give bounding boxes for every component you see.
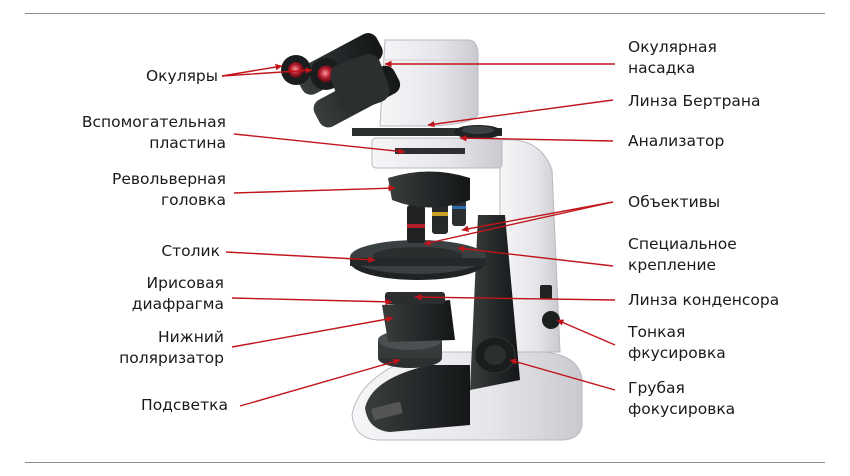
label-revolver-head: Револьверная головка <box>111 170 226 209</box>
label-special-mount: Специальное крепление <box>628 235 737 274</box>
label-iris-diaphragm: Ирисовая диафрагма <box>131 274 224 313</box>
top-divider <box>25 13 825 14</box>
microscope-illustration <box>281 33 583 441</box>
label-stage: Столик <box>161 242 220 260</box>
label-condenser-lens: Линза конденсора <box>628 291 780 309</box>
bottom-divider <box>25 462 825 463</box>
label-eyepieces: Окуляры <box>145 67 218 85</box>
label-fine-focus: Тонкая фкусировка <box>628 323 726 362</box>
label-ocular-head: Окулярная насадка <box>628 38 717 77</box>
label-bertrand-lens: Линза Бертрана <box>628 92 761 110</box>
label-lower-polarizer: Нижний поляризатор <box>119 328 224 367</box>
annotation-arrows <box>221 60 616 407</box>
label-auxiliary-plate: Вспомогательная пластина <box>81 113 226 152</box>
label-analyzer: Анализатор <box>628 132 725 150</box>
label-objectives: Объективы <box>628 193 721 211</box>
label-illumination: Подсветка <box>141 396 228 414</box>
label-coarse-focus: Грубая фокусировка <box>628 379 736 418</box>
